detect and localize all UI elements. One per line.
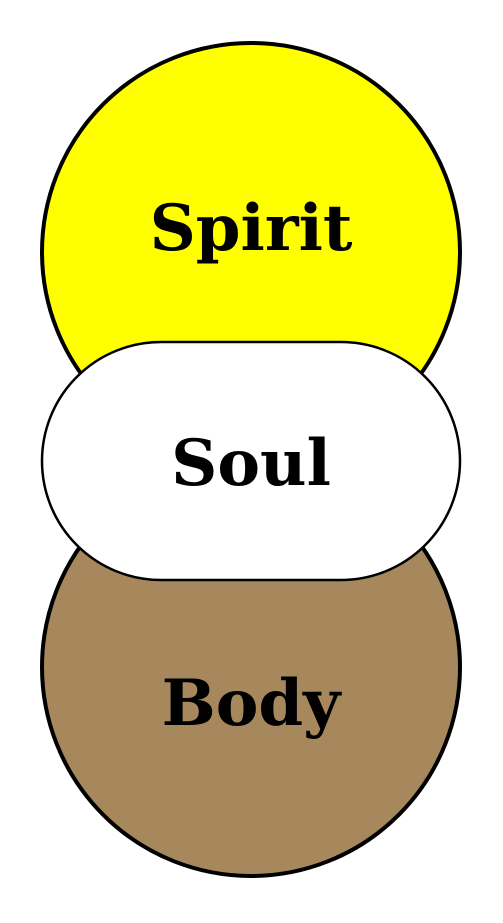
spirit-label: Spirit [150,191,353,266]
soul-capsule [40,340,462,582]
body-label: Body [162,666,343,741]
soul-label: Soul [171,426,331,501]
